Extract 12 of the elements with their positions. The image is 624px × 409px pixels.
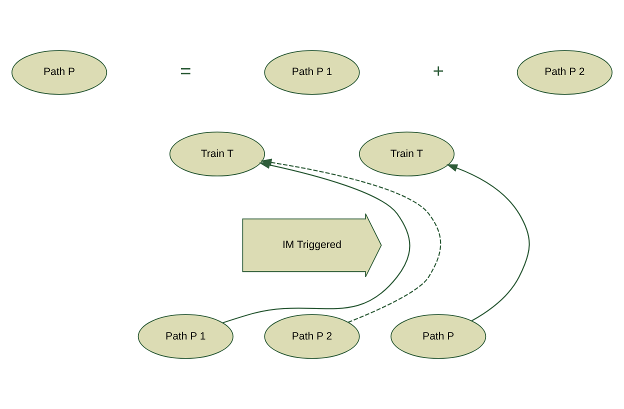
node-ellipse: Path P: [390, 314, 486, 359]
node-ellipse: Path P 1: [264, 50, 360, 95]
node-ellipse: Path P: [11, 50, 108, 95]
label: =: [180, 61, 192, 82]
node-ellipse: Path P 1: [138, 314, 234, 359]
node-ellipse: Train T: [358, 132, 455, 176]
label: +: [432, 61, 444, 82]
node-ellipse: Path P 2: [516, 50, 613, 95]
arrow: [446, 164, 530, 322]
node-ellipse: Path P 2: [264, 314, 360, 359]
node-ellipse: Train T: [169, 132, 266, 176]
arrow: [260, 158, 442, 323]
